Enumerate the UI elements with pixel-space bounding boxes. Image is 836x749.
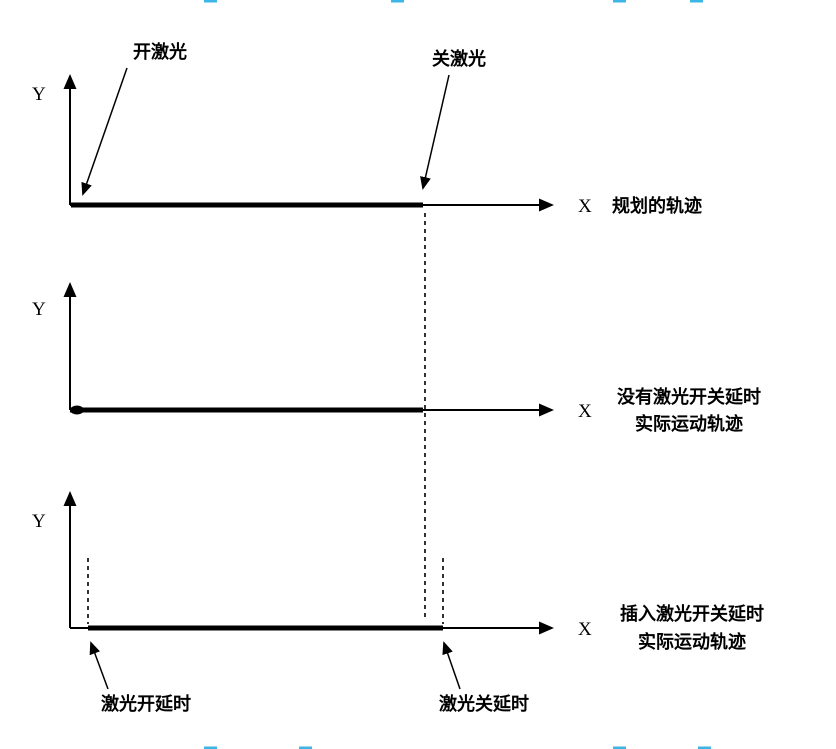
edge-mark bbox=[299, 746, 312, 749]
y-axis-label: Y bbox=[32, 84, 46, 105]
panel-caption-line2: 实际运动轨迹 bbox=[635, 413, 743, 434]
no-delay-trajectory-panel: Y X 没有激光开关延时 实际运动轨迹 bbox=[32, 282, 761, 434]
panel-caption-line1: 插入激光开关延时 bbox=[620, 603, 764, 624]
with-delay-trajectory-panel: Y X 插入激光开关延时 实际运动轨迹 激光开延时 激光关延时 bbox=[32, 491, 764, 714]
panel-caption-line2: 实际运动轨迹 bbox=[638, 631, 746, 652]
y-axis-label: Y bbox=[32, 299, 46, 320]
edge-mark bbox=[613, 746, 626, 749]
edge-mark bbox=[204, 0, 217, 3]
panel-caption: 规划的轨迹 bbox=[612, 195, 702, 216]
laser-burn-dot bbox=[70, 405, 84, 415]
x-axis-label: X bbox=[578, 619, 592, 640]
edge-mark bbox=[613, 0, 626, 3]
laser-off-arrow bbox=[420, 74, 450, 190]
edge-mark bbox=[698, 746, 711, 749]
x-axis-label: X bbox=[578, 196, 592, 217]
edge-mark bbox=[690, 0, 703, 3]
planned-trajectory-panel: Y X 规划的轨迹 开激光 关激光 bbox=[32, 41, 702, 217]
panel-caption-line1: 没有激光开关延时 bbox=[617, 386, 761, 407]
laser-off-annotation-label: 关激光 bbox=[432, 48, 486, 69]
x-axis-label: X bbox=[578, 401, 592, 422]
edge-mark bbox=[391, 0, 404, 3]
laser-on-delay-label: 激光开延时 bbox=[101, 693, 191, 714]
y-axis-label: Y bbox=[32, 511, 46, 532]
laser-off-delay-label: 激光关延时 bbox=[439, 693, 529, 714]
edge-artifact-marks bbox=[204, 0, 711, 749]
laser-off-delay-arrow bbox=[442, 641, 461, 690]
edge-mark bbox=[204, 746, 217, 749]
laser-on-annotation-label: 开激光 bbox=[133, 41, 187, 62]
laser-on-arrow bbox=[81, 67, 128, 196]
laser-on-delay-arrow bbox=[89, 641, 109, 690]
